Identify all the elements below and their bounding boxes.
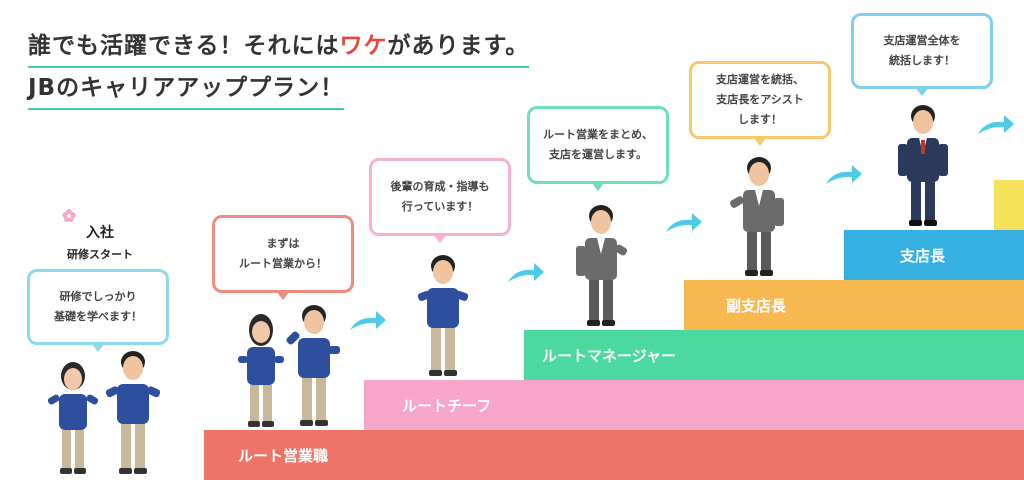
speech-bubble-manager: ルート営業をまとめ、 支店を運営します。 [527,106,669,191]
bubble-tail [591,182,605,191]
bubble-text: 研修でしっかり [59,290,137,303]
arrow-icon [350,311,386,330]
step-deputy-manager: 副支店長 [684,280,1024,330]
step-branch-manager: 支店長 [844,230,1024,280]
headline-text-end: があります。 [387,33,530,59]
step-route-chief: ルートチーフ [364,380,1024,430]
arrow-icon [666,213,702,232]
person-deputy-manager [730,157,784,276]
bubble-tail [753,137,767,146]
person-branch-manager [898,105,948,226]
bubble-tail [915,87,929,96]
person-sales-male [286,305,340,426]
speech-bubble-training: 研修でしっかり 基礎を学べます！ [27,269,169,352]
speech-bubble-route-sales: まずは ルート営業から！ [212,215,354,300]
arrow-icon [826,165,862,184]
headline-accent: ワケ [339,33,388,59]
start-label: 入社 研修スタート [58,222,142,262]
bubble-text: ルート営業をまとめ、 [543,128,653,141]
bubble-text: 支店長をアシスト [716,93,804,106]
flower-icon [62,209,76,222]
headline-line1: 誰でも活躍できる！それにはワケがあります。 [28,26,530,68]
speech-bubble-branch-manager: 支店運営全体を 統括します！ [851,13,993,96]
headline-underline [28,66,530,68]
bubble-text: します！ [738,113,782,126]
bubble-text: 基礎を学べます！ [54,310,142,323]
step-label: ルートマネージャー [542,346,676,365]
person-trainee-male [105,351,161,474]
headline-line2: JBのキャリアアッププラン！ [28,68,345,110]
bubble-text: ルート営業から！ [239,257,327,270]
bubble-text: 統括します！ [889,54,955,67]
speech-bubble-chief: 後輩の育成・指導も 行っています！ [369,158,511,243]
step-top-block [994,180,1024,230]
bubble-text: 後輩の育成・指導も [390,180,490,193]
arrow-icon [508,263,544,282]
bubble-text: 行っています！ [401,200,479,213]
bubble-text: 支店運営全体を [883,34,961,47]
step-route-sales: ルート営業職 [204,430,1024,480]
bubble-tail [433,234,447,243]
step-label: ルートチーフ [402,396,492,415]
headline-subtitle: JBのキャリアアッププラン！ [28,75,345,101]
person-chief [417,255,469,376]
headline-underline [28,108,345,110]
start-subtitle: 研修スタート [67,248,133,261]
bubble-tail [276,291,290,300]
speech-bubble-deputy: 支店運営を統括、 支店長をアシスト します！ [689,61,831,146]
person-trainee-female [47,362,99,474]
headline-text: 誰でも活躍できる！それには [28,33,340,59]
bubble-text: まずは [266,237,300,250]
bubble-tail [91,343,105,352]
bubble-text: 支店を運営します。 [549,148,647,161]
step-label: 支店長 [900,246,946,265]
step-label: 副支店長 [726,296,787,315]
person-sales-female [238,314,284,427]
step-route-manager: ルートマネージャー [524,330,1024,380]
step-label: ルート営業職 [238,446,329,465]
bubble-text: 支店運営を統括、 [716,73,804,86]
start-title: 入社 [86,225,114,241]
arrow-icon [978,115,1014,134]
person-route-manager [576,205,628,326]
